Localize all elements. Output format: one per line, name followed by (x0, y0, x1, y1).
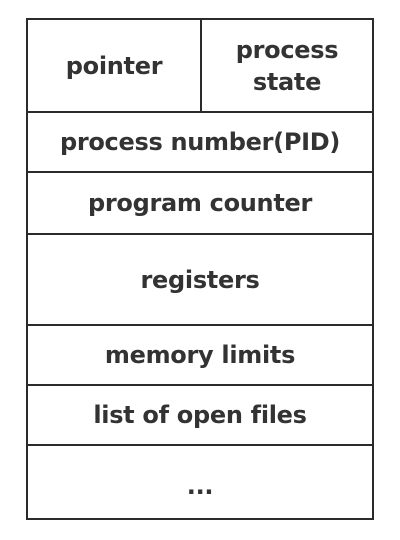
process-state-label: process state (235, 35, 339, 96)
program-counter-field: program counter (28, 173, 372, 235)
program-counter-label: program counter (87, 189, 313, 217)
registers-label: registers (140, 265, 260, 294)
ellipsis-field: ... (28, 446, 372, 518)
ellipsis-label: ... (186, 472, 214, 500)
open-files-field: list of open files (28, 386, 372, 446)
pointer-field: pointer (28, 20, 202, 111)
registers-field: registers (28, 235, 372, 326)
pointer-state-row: pointer process state (28, 20, 372, 113)
memory-limits-label: memory limits (104, 341, 296, 369)
open-files-label: list of open files (93, 401, 307, 429)
pointer-label: pointer (65, 51, 163, 80)
process-number-field: process number(PID) (28, 113, 372, 173)
process-control-block: pointer process state process number(PID… (26, 18, 374, 520)
process-number-label: process number(PID) (59, 128, 341, 156)
process-state-field: process state (202, 20, 372, 111)
memory-limits-field: memory limits (28, 326, 372, 386)
